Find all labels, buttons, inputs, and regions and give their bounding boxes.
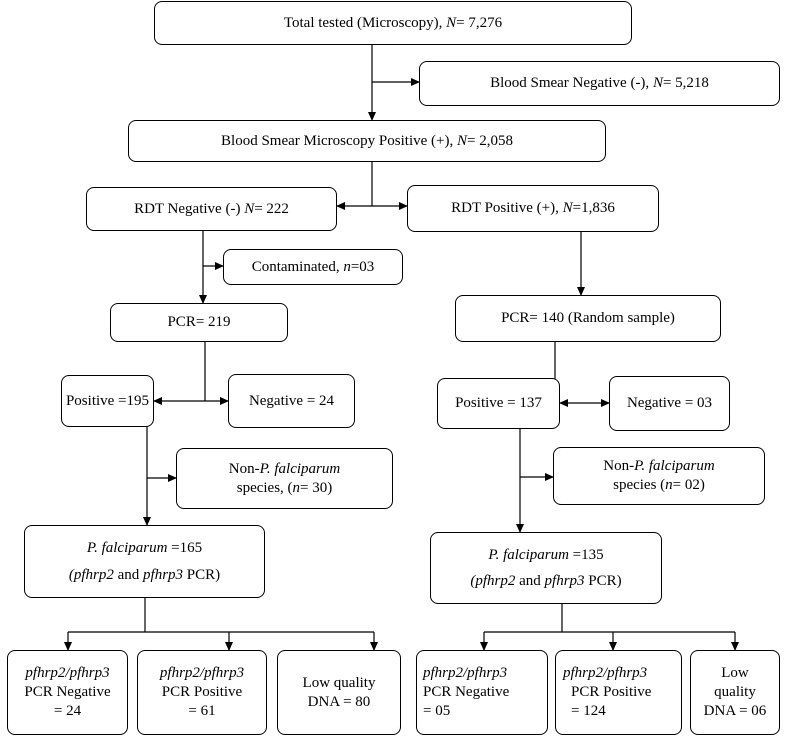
left-pcr-box: PCR= 219 [110,303,288,342]
left-pf-open: ( [68,566,74,583]
right-out-negative-line3: = 05 [423,702,451,719]
right-low-line2: quality [714,684,756,701]
left-non-pf-line2b: = 30) [300,479,333,496]
total-n-value: = 7,276 [456,14,503,31]
contaminated-box: Contaminated, n=03 [223,249,403,285]
left-pf-count: =165 [167,540,203,557]
left-negative-label: Negative = 24 [248,392,335,409]
smear-positive-n-value: = 2,058 [466,132,513,149]
right-positive-box: Positive = 137 [437,378,560,429]
rdt-positive-n-label: N [562,200,573,217]
right-low-quality-box: Low quality DNA = 06 [690,650,780,735]
total-label: Total tested (Microscopy), [283,14,447,31]
left-non-pf-line2a: species, ( [236,479,293,496]
left-pf-gene1: pfhrp2 [73,566,114,583]
right-non-pf-box: Non-P. falciparum species (n= 02) [553,447,765,505]
rdt-positive-label: RDT Positive (+), [451,200,563,217]
total-n-label: N [446,14,457,31]
right-pf-and: and [515,573,545,589]
left-non-pf-prefix: Non- [228,460,260,477]
smear-negative-n-value: = 5,218 [662,75,709,92]
right-positive-label: Positive = 137 [455,395,542,412]
smear-negative-n-label: N [652,75,663,92]
right-negative-label: Negative = 03 [626,395,713,412]
smear-positive-n-label: N [456,132,467,149]
smear-positive-label: Blood Smear Microscopy Positive (+), [221,132,457,149]
left-non-pf-n-label: n [292,479,301,496]
smear-negative-label: Blood Smear Negative (-), [490,75,653,92]
left-pf-and: and [113,566,144,583]
left-low-quality-box: Low quality DNA = 80 [277,650,401,735]
right-non-pf-species: P. falciparum [634,458,715,475]
right-pf-box: P. falciparum =135 (pfhrp2 and pfhrp3 PC… [430,532,662,604]
contaminated-n-value: =03 [350,258,375,275]
rdt-positive-box: RDT Positive (+), N=1,836 [407,185,659,232]
right-out-positive-box: pfhrp2/pfhrp3 PCR Positive = 124 [555,650,682,735]
left-out-positive-gene: pfhrp2/pfhrp3 [159,665,245,682]
right-pf-species: P. falciparum [488,546,569,563]
contaminated-n-label: n [343,258,351,275]
left-out-positive-line2: PCR Positive [161,684,243,701]
right-low-line1: Low [721,665,749,682]
left-pf-species: P. falciparum [86,540,168,557]
smear-positive-box: Blood Smear Microscopy Positive (+), N= … [128,120,606,162]
left-negative-box: Negative = 24 [228,374,355,428]
left-low-line1: Low quality [302,674,376,691]
right-non-pf-line2b: = 02) [672,477,705,493]
rdt-negative-box: RDT Negative (-) N= 222 [86,187,337,231]
left-out-negative-line3: = 24 [53,702,82,719]
left-pf-box: P. falciparum =165 (pfhrp2 and pfhrp3 PC… [24,525,265,598]
right-pf-close: PCR) [584,573,622,589]
left-out-positive-box: pfhrp2/pfhrp3 PCR Positive = 61 [137,650,267,735]
total-tested-box: Total tested (Microscopy), N= 7,276 [154,1,632,45]
left-low-line2: DNA = 80 [307,693,371,710]
left-non-pf-box: Non-P. falciparum species, (n= 30) [176,448,393,509]
rdt-negative-n-value: = 222 [254,200,289,217]
right-non-pf-prefix: Non- [603,458,635,475]
right-out-positive-gene: pfhrp2/pfhrp3 [563,665,648,682]
left-out-negative-box: pfhrp2/pfhrp3 PCR Negative = 24 [7,650,128,735]
right-non-pf-line2a: species ( [613,477,666,493]
left-non-pf-species: P. falciparum [259,460,341,477]
right-out-negative-box: pfhrp2/pfhrp3 PCR Negative = 05 [416,650,548,735]
right-out-negative-gene: pfhrp2/pfhrp3 [423,665,508,682]
left-out-negative-gene: pfhrp2/pfhrp3 [25,665,110,682]
smear-negative-box: Blood Smear Negative (-), N= 5,218 [419,61,780,106]
left-pf-close: PCR) [183,566,221,583]
right-negative-box: Negative = 03 [609,376,730,431]
right-pf-open: ( [470,573,476,589]
rdt-positive-n-value: =1,836 [572,200,615,217]
left-pf-gene2: pfhrp3 [143,566,184,583]
right-pcr-box: PCR= 140 (Random sample) [455,295,721,342]
rdt-negative-n-label: N [244,200,255,217]
right-pcr-label: PCR= 140 (Random sample) [501,310,675,327]
right-pf-count: =135 [568,546,604,563]
right-non-pf-n-label: n [665,477,673,493]
rdt-negative-label: RDT Negative (-) [134,200,245,217]
right-out-positive-line2: PCR Positive [571,684,652,701]
right-out-positive-line3: = 124 [571,702,606,719]
right-low-line3: DNA = 06 [703,702,767,719]
left-pcr-label: PCR= 219 [167,314,231,331]
right-pf-gene1: pfhrp2 [475,573,516,589]
left-out-negative-line2: PCR Negative [24,684,111,701]
left-positive-label: Positive =195 [65,392,150,409]
right-pf-gene2: pfhrp3 [544,573,585,589]
contaminated-label: Contaminated, [251,258,344,275]
left-out-positive-line3: = 61 [188,702,216,719]
left-positive-box: Positive =195 [61,375,154,427]
right-out-negative-line2: PCR Negative [423,684,510,701]
